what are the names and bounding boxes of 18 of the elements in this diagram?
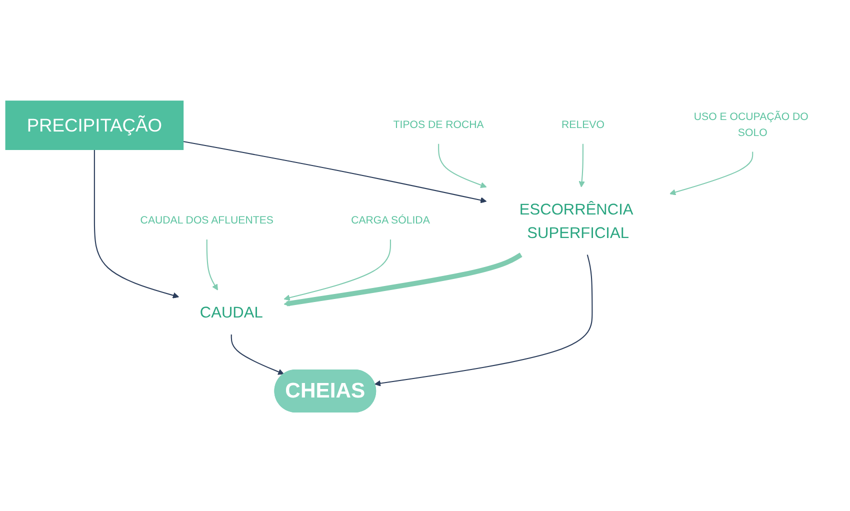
arrow	[374, 254, 593, 386]
node-text: CAUDAL DOS AFLUENTES	[140, 214, 274, 226]
node-text: USO E OCUPAÇÃO DO SOLO	[694, 110, 808, 139]
node-text: RELEVO	[561, 118, 604, 131]
arrow	[183, 140, 487, 204]
arrow	[206, 239, 218, 290]
arrow	[578, 144, 585, 188]
arrow	[670, 152, 754, 196]
node-text: CARGA SÓLIDA	[351, 214, 430, 226]
node-box: PRECIPITAÇÃO	[5, 100, 184, 150]
arrow	[284, 252, 522, 306]
arrow	[230, 334, 284, 375]
node-text: CAUDAL	[200, 303, 263, 322]
arrow	[94, 150, 179, 298]
arrow	[284, 239, 391, 301]
node-text: ESCORRÊNCIA SUPERFICIAL	[519, 200, 632, 242]
arrow	[438, 144, 487, 188]
node-text: TIPOS DE ROCHA	[393, 118, 484, 131]
